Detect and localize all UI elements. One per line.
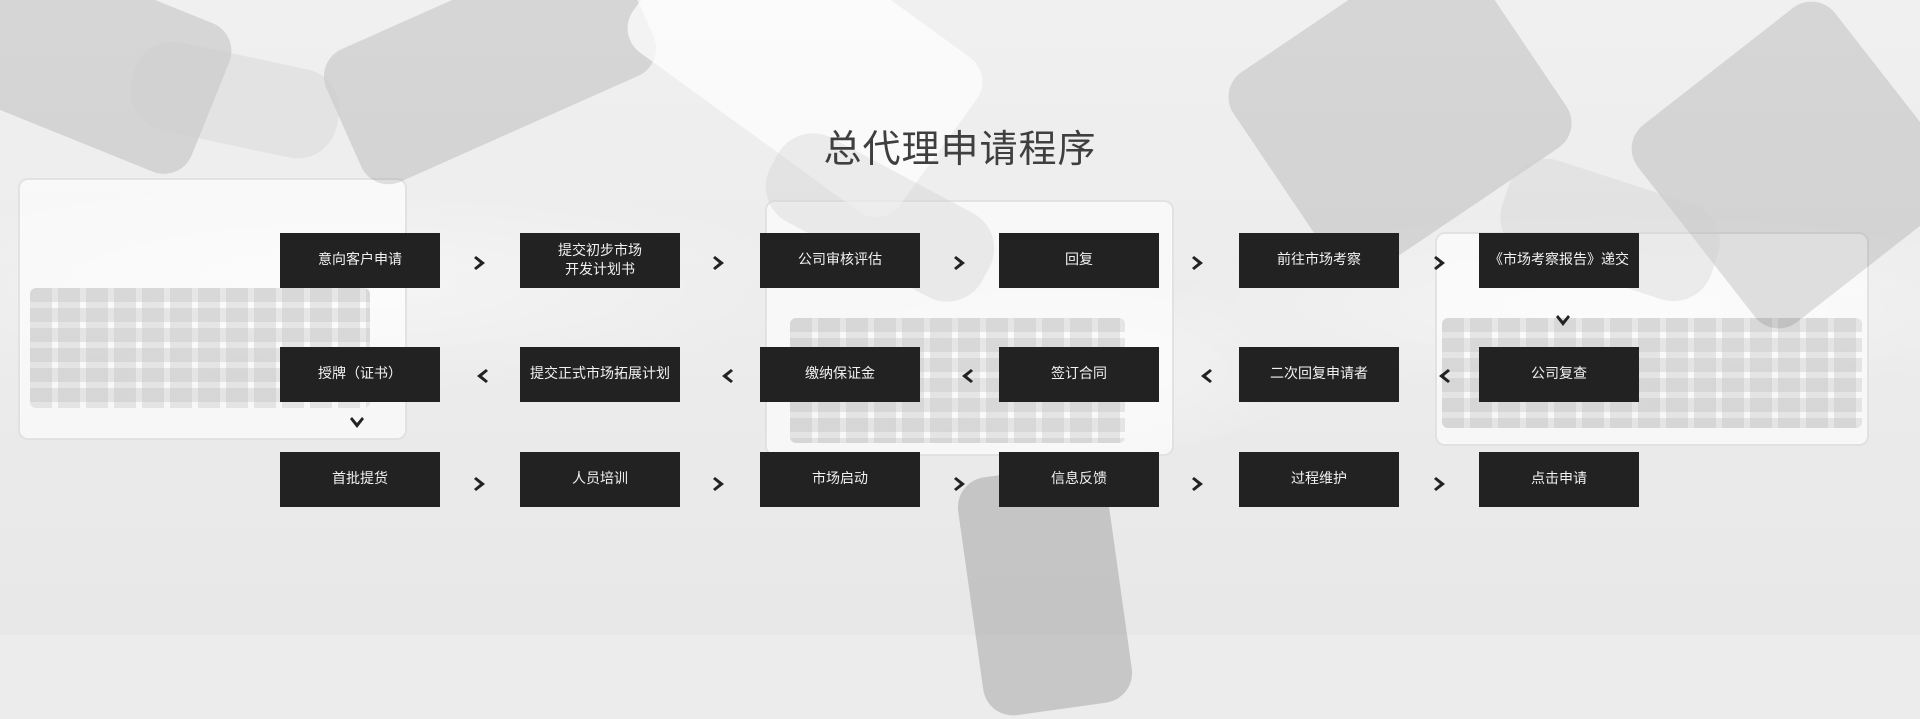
step-15: 市场启动 (760, 452, 920, 507)
center-sleeve (615, 0, 995, 229)
step-5: 前往市场考察 (1239, 233, 1399, 288)
chevron-right-icon (950, 252, 972, 274)
step-1: 意向客户申请 (280, 233, 440, 288)
step-2: 提交初步市场 开发计划书 (520, 233, 680, 288)
chevron-right-icon (1188, 473, 1210, 495)
step-13: 首批提货 (280, 452, 440, 507)
step-7: 授牌（证书） (280, 347, 440, 402)
chevron-left-icon (1194, 365, 1216, 387)
chevron-left-icon (715, 365, 737, 387)
chevron-right-icon (1430, 473, 1452, 495)
step-4: 回复 (999, 233, 1159, 288)
chevron-right-icon (709, 473, 731, 495)
step-16: 信息反馈 (999, 452, 1159, 507)
chevron-left-icon (470, 365, 492, 387)
step-18[interactable]: 点击申请 (1479, 452, 1639, 507)
step-17: 过程维护 (1239, 452, 1399, 507)
page-title: 总代理申请程序 (823, 127, 1097, 171)
chevron-right-icon (1430, 252, 1452, 274)
step-9: 缴纳保证金 (760, 347, 920, 402)
step-10: 签订合同 (999, 347, 1159, 402)
step-3: 公司审核评估 (760, 233, 920, 288)
chevron-left-icon (955, 365, 977, 387)
chevron-right-icon (470, 473, 492, 495)
step-11: 二次回复申请者 (1239, 347, 1399, 402)
step-6: 《市场考察报告》递交 (1479, 233, 1639, 288)
step-12: 公司复查 (1479, 347, 1639, 402)
chevron-right-icon (950, 473, 972, 495)
chevron-left-icon (1432, 365, 1454, 387)
chevron-down-icon (1552, 311, 1574, 333)
chevron-down-icon (346, 413, 368, 435)
chevron-right-icon (470, 252, 492, 274)
chevron-right-icon (709, 252, 731, 274)
chevron-right-icon (1188, 252, 1210, 274)
step-14: 人员培训 (520, 452, 680, 507)
step-8: 提交正式市场拓展计划 (520, 347, 680, 402)
